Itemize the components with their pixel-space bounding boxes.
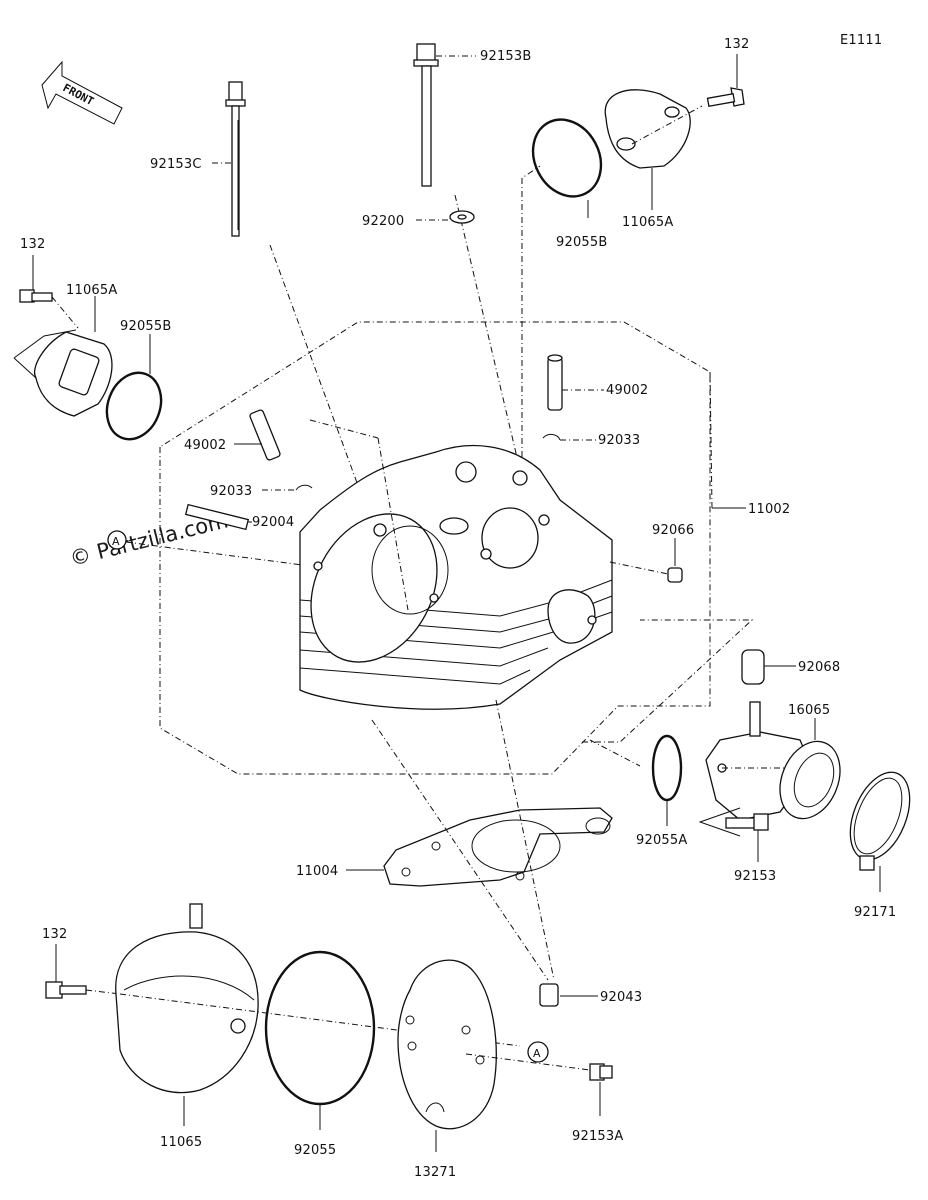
label-92055B-top: 92055B <box>556 235 607 250</box>
label-13271: 13271 <box>414 1165 456 1180</box>
label-49002-right: 49002 <box>606 383 648 398</box>
label-132-bottom: 132 <box>42 927 67 942</box>
label-92153A: 92153A <box>572 1129 623 1144</box>
part-92055B-oring-left <box>105 334 163 441</box>
part-92153C-long-bolt <box>212 81 421 656</box>
label-92033-right: 92033 <box>598 433 640 448</box>
part-92055A-oring <box>651 734 683 826</box>
part-92153A-bolt <box>589 1063 613 1116</box>
part-11002-cylinder-head <box>299 444 613 710</box>
part-92033-circlip-right <box>542 433 596 441</box>
label-132-top: 132 <box>724 37 749 52</box>
svg-text:A: A <box>533 1047 541 1060</box>
part-49002-valve-guide-left <box>234 409 281 461</box>
part-132-bolt-left <box>19 255 79 329</box>
part-11065A-cover-top <box>604 89 703 210</box>
part-132-bolt-bottom <box>45 944 121 999</box>
label-132-left: 132 <box>20 237 45 252</box>
label-49002-left: 49002 <box>184 438 226 453</box>
label-11065A-top: 11065A <box>622 215 673 230</box>
part-92153B-bolt <box>413 43 521 471</box>
label-92171: 92171 <box>854 905 896 920</box>
assembly-bracket <box>159 321 754 775</box>
part-13271-cover-plate <box>397 959 591 1152</box>
part-11004-gasket <box>346 807 613 887</box>
label-92153B: 92153B <box>480 49 531 64</box>
label-92004: 92004 <box>252 515 294 530</box>
label-92055A: 92055A <box>636 833 687 848</box>
label-11065: 11065 <box>160 1135 202 1150</box>
ref-marker-a-bottom: A <box>527 1041 549 1063</box>
part-92055B-oring-top <box>521 118 603 470</box>
ref-marker-a-top: A <box>107 530 311 567</box>
label-92043: 92043 <box>600 990 642 1005</box>
part-92043-dowel <box>371 699 598 1007</box>
label-92033-left: 92033 <box>210 484 252 499</box>
label-11004: 11004 <box>296 864 338 879</box>
label-92200: 92200 <box>362 214 404 229</box>
part-92066-dowel <box>609 538 683 583</box>
part-92200-washer <box>416 210 475 224</box>
part-92033-circlip-left <box>262 484 313 491</box>
label-16065: 16065 <box>788 703 830 718</box>
diagram-id: E1111 <box>840 33 882 48</box>
label-11065A-left: 11065A <box>66 283 117 298</box>
part-11065-cover <box>115 903 521 1126</box>
part-92055-oring <box>264 950 376 1130</box>
label-92055B-left: 92055B <box>120 319 171 334</box>
front-arrow-icon: FRONT <box>41 60 123 125</box>
label-92055: 92055 <box>294 1143 336 1158</box>
label-92153C: 92153C <box>150 157 202 172</box>
label-92066: 92066 <box>652 523 694 538</box>
part-92068-cap <box>741 649 796 685</box>
label-92068: 92068 <box>798 660 840 675</box>
part-11065A-cover-left <box>13 296 113 417</box>
part-16065-intake-pipe <box>705 701 841 821</box>
label-11002: 11002 <box>748 502 790 517</box>
label-92153: 92153 <box>734 869 776 884</box>
part-49002-valve-guide-right <box>547 354 604 411</box>
part-132-bolt-top <box>706 54 745 107</box>
part-92171-clamp <box>849 771 911 892</box>
part-92153-bolt <box>698 807 769 862</box>
part-92004-stud <box>184 503 252 531</box>
svg-text:A: A <box>112 535 120 548</box>
